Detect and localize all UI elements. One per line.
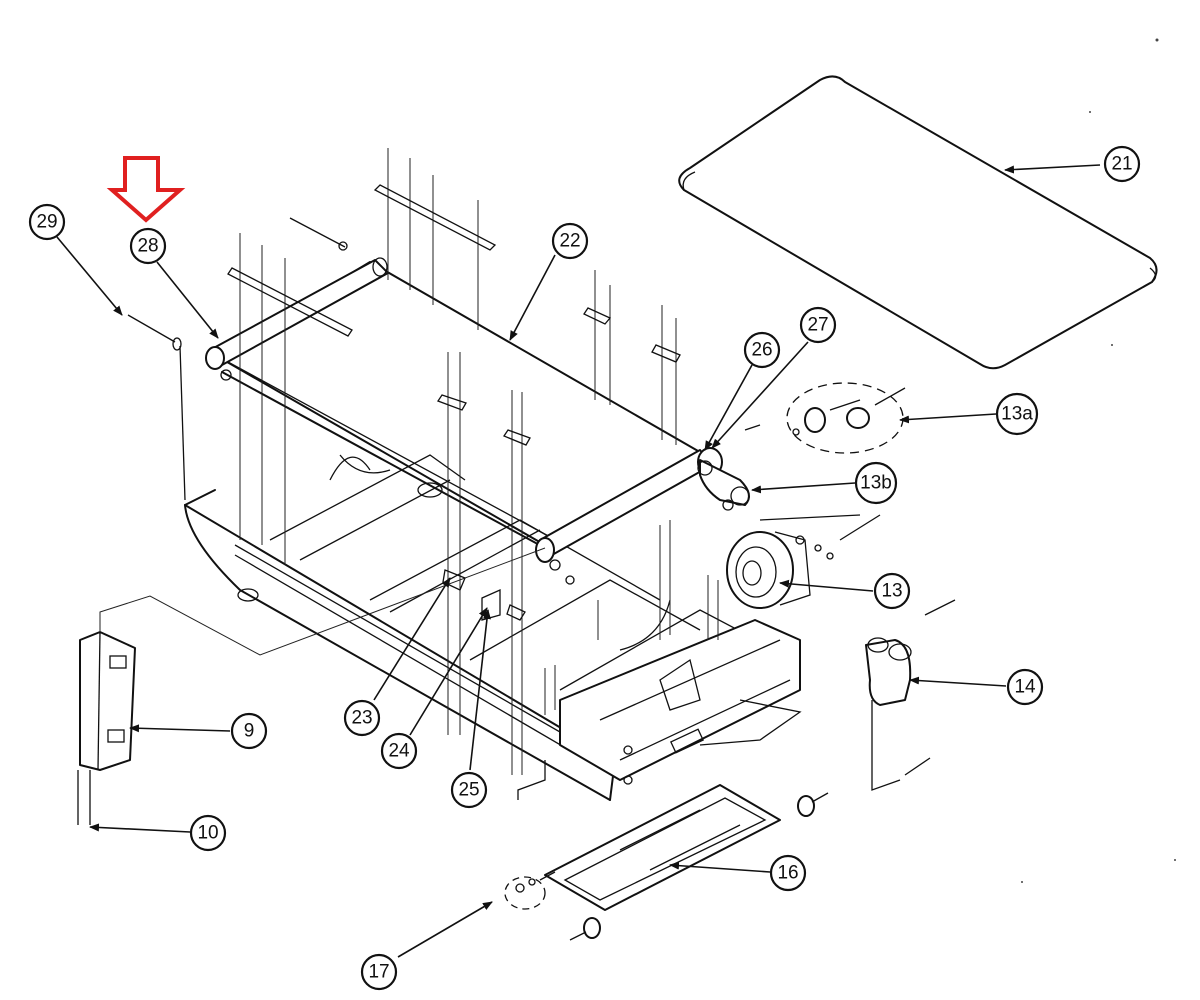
callout-13b: 13b xyxy=(854,461,898,505)
cover-guide-line xyxy=(99,547,546,656)
callout-13a: 13a xyxy=(995,392,1039,436)
front-roller xyxy=(205,257,389,381)
motor-mount-kit xyxy=(786,382,906,454)
highlight-arrow xyxy=(106,156,186,223)
callout-9-label: 9 xyxy=(244,721,255,742)
callout-17-label: 17 xyxy=(368,962,389,983)
callout-23: 23 xyxy=(343,699,381,737)
drive-pulley xyxy=(697,424,761,511)
callout-10-label: 10 xyxy=(197,823,218,844)
callout-14: 14 xyxy=(1006,668,1044,706)
callout-9: 9 xyxy=(230,712,268,750)
running-belt xyxy=(678,75,1158,370)
callout-29: 29 xyxy=(28,203,66,241)
treadmill-deck xyxy=(184,261,802,801)
callout-13a-label: 13a xyxy=(1001,404,1033,425)
callout-13b-label: 13b xyxy=(860,473,892,494)
callout-28: 28 xyxy=(129,227,167,265)
callout-17: 17 xyxy=(360,953,398,991)
callout-23-label: 23 xyxy=(351,708,372,729)
leader-lines xyxy=(56,164,1101,958)
callout-21-label: 21 xyxy=(1111,154,1132,175)
callout-16-label: 16 xyxy=(777,863,798,884)
callout-21: 21 xyxy=(1103,145,1141,183)
callout-29-label: 29 xyxy=(36,212,57,233)
hardware-group xyxy=(504,760,556,910)
callout-25-label: 25 xyxy=(458,780,479,801)
scan-specks xyxy=(1021,38,1176,883)
callout-24: 24 xyxy=(380,732,418,770)
callout-27-label: 27 xyxy=(807,315,828,336)
callout-27: 27 xyxy=(799,306,837,344)
side-rail-rod xyxy=(221,371,546,549)
callout-22: 22 xyxy=(551,222,589,260)
callout-14-label: 14 xyxy=(1014,677,1036,698)
callout-13-label: 13 xyxy=(881,581,902,602)
callout-28-label: 28 xyxy=(137,236,158,257)
side-cover xyxy=(77,631,136,825)
callout-10: 10 xyxy=(189,814,227,852)
callout-26: 26 xyxy=(743,331,781,369)
callout-13: 13 xyxy=(873,572,911,610)
callout-24-label: 24 xyxy=(388,741,410,762)
callout-16: 16 xyxy=(769,854,807,892)
callout-26-label: 26 xyxy=(751,340,772,361)
lift-motor xyxy=(865,599,956,791)
drive-motor xyxy=(726,514,881,609)
callout-25: 25 xyxy=(450,771,488,809)
incline-frame xyxy=(544,784,829,941)
callout-22-label: 22 xyxy=(559,231,580,252)
